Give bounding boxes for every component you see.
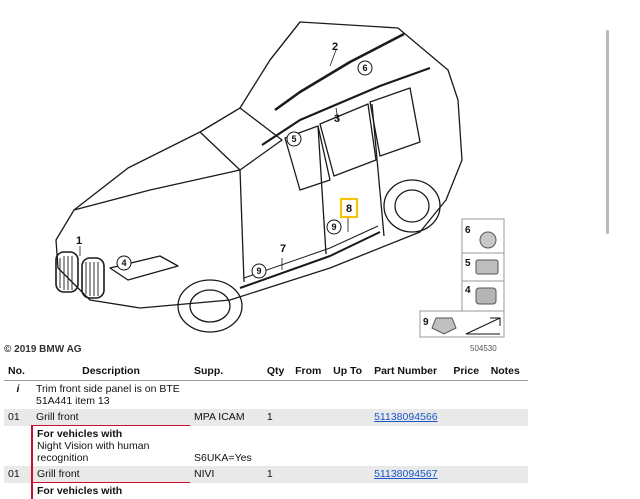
row-qty: 1 <box>263 466 291 483</box>
callout-1: 1 <box>76 235 82 247</box>
clip-part-5-icon <box>476 260 498 274</box>
diagram-id: 504530 <box>470 344 497 353</box>
row-description: Grill front <box>32 409 190 426</box>
callout-3: 3 <box>334 113 340 125</box>
part-number-link[interactable]: 51138094566 <box>374 411 437 423</box>
clip-part-6-icon <box>480 232 496 248</box>
header-supp: Supp. <box>190 362 263 381</box>
svg-text:9: 9 <box>423 317 429 328</box>
part-number-link[interactable]: 51138094567 <box>374 468 437 480</box>
callout-2: 2 <box>332 41 338 53</box>
svg-text:5: 5 <box>465 258 471 269</box>
header-part-number: Part Number <box>370 362 449 381</box>
row-no: 01 <box>4 466 32 483</box>
parts-diagram: 1 2 3 7 4 5 6 9 9 8 6 5 4 9 <box>0 0 520 340</box>
info-description: Trim front side panel is on BTE 51A441 i… <box>32 381 190 410</box>
table-header-row: No. Description Supp. Qty From Up To Par… <box>4 362 528 381</box>
header-notes: Notes <box>487 362 528 381</box>
row-supp: NIVI <box>190 466 263 483</box>
table-row: 01 Grill front MPA ICAM 1 51138094566 <box>4 409 528 426</box>
callout-9a: 9 <box>331 222 336 232</box>
callout-8[interactable]: 8 <box>346 203 352 215</box>
svg-text:4: 4 <box>465 285 471 296</box>
info-icon: i <box>4 381 32 410</box>
callout-5: 5 <box>291 134 296 144</box>
header-upto: Up To <box>329 362 370 381</box>
svg-text:6: 6 <box>465 225 471 236</box>
copyright-text: © 2019 BMW AG <box>4 344 82 355</box>
condition-title: For vehicles with <box>37 428 186 440</box>
condition-text: Night Vision with human recognition <box>37 440 186 464</box>
vehicle-illustration <box>56 22 462 332</box>
callout-4: 4 <box>121 258 126 268</box>
row-no: 01 <box>4 409 32 426</box>
page-scrollbar[interactable] <box>606 30 609 234</box>
header-description: Description <box>32 362 190 381</box>
header-no: No. <box>4 362 32 381</box>
row-description: Grill front <box>32 466 190 483</box>
callout-6: 6 <box>362 63 367 73</box>
condition-row: For vehicles with <box>4 483 528 499</box>
condition-row: For vehicles with Night Vision with huma… <box>4 426 528 467</box>
parts-table: No. Description Supp. Qty From Up To Par… <box>4 362 528 499</box>
row-qty: 1 <box>263 409 291 426</box>
inset-panels: 6 5 4 9 <box>420 219 504 337</box>
row-supp: MPA ICAM <box>190 409 263 426</box>
header-from: From <box>291 362 329 381</box>
condition-title: For vehicles with <box>37 485 186 497</box>
condition-supp: S6UKA=Yes <box>190 426 263 467</box>
header-qty: Qty <box>263 362 291 381</box>
callout-7: 7 <box>280 243 286 255</box>
callout-9b: 9 <box>256 266 261 276</box>
table-row: i Trim front side panel is on BTE 51A441… <box>4 381 528 410</box>
clip-part-4-icon <box>476 288 496 304</box>
table-row: 01 Grill front NIVI 1 51138094567 <box>4 466 528 483</box>
header-price: Price <box>449 362 486 381</box>
